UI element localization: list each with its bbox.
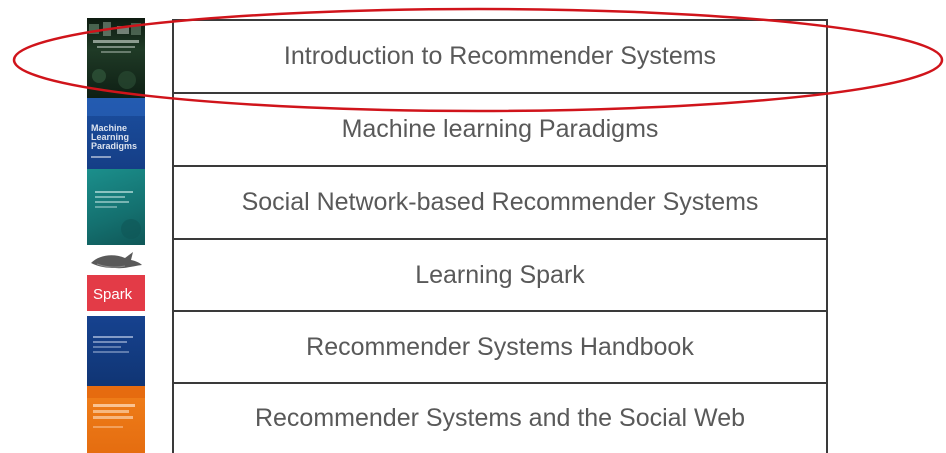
book-cover-machine-learning-paradigms: Machine Learning Paradigms [87, 98, 145, 169]
book-covers-column: Machine Learning Paradigms Spark [87, 18, 145, 453]
cover-artwork [87, 386, 145, 428]
book-row: Learning Spark [174, 238, 826, 310]
cover-title: Spark [93, 286, 133, 303]
book-row: Recommender Systems Handbook [174, 310, 826, 382]
book-cover-recommender-systems-handbook [87, 316, 145, 386]
book-title: Recommender Systems Handbook [306, 332, 694, 361]
book-cover-recommender-systems-and-the-social-web [87, 386, 145, 453]
cover-band [87, 275, 145, 311]
book-cover-learning-spark: Spark [87, 245, 145, 316]
cover-artwork [93, 336, 133, 353]
book-title: Recommender Systems and the Social Web [254, 404, 746, 432]
cover-title: Machine Learning Paradigms [91, 123, 138, 151]
cover-artwork [95, 191, 141, 239]
book-row: Machine learning Paradigms [174, 92, 826, 165]
book-row: Introduction to Recommender Systems [174, 19, 826, 92]
book-cover-social-network-based-recommender-systems [87, 169, 145, 245]
book-title: Learning Spark [415, 260, 585, 289]
book-row: Social Network-based Recommender Systems [174, 165, 826, 238]
book-title-table: Introduction to Recommender Systems Mach… [172, 19, 828, 453]
book-row: Recommender Systems and the Social Web [174, 382, 826, 453]
shark-icon [91, 252, 142, 269]
cover-artwork [89, 22, 141, 89]
book-title: Social Network-based Recommender Systems [241, 188, 759, 216]
book-cover-introduction-to-recommender-systems [87, 18, 145, 98]
cover-artwork [87, 98, 145, 158]
book-title: Machine learning Paradigms [341, 115, 659, 143]
book-title: Introduction to Recommender Systems [283, 42, 717, 70]
